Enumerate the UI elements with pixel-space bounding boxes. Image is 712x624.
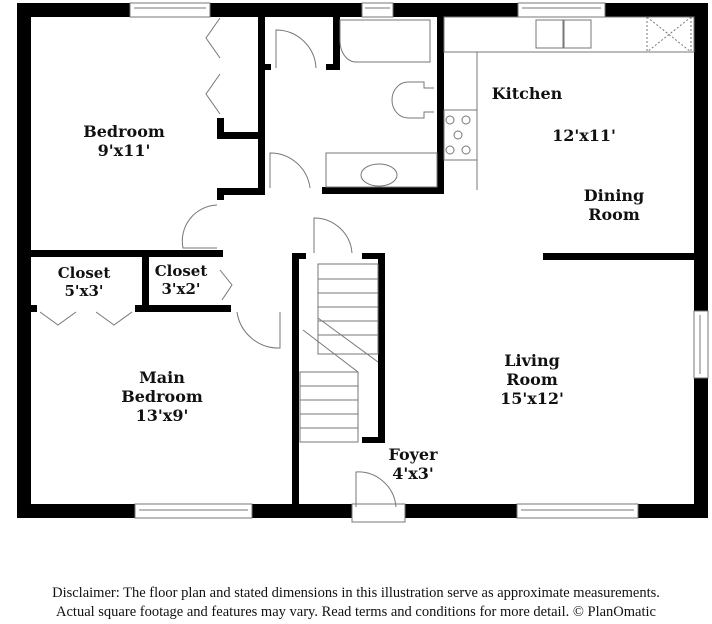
room-name: Closet	[154, 262, 208, 280]
room-label-kitchen-dimensions: 12'x11'	[552, 126, 616, 145]
room-name: Living	[504, 351, 560, 370]
room-name: Room	[588, 205, 640, 224]
room-dimensions: 12'x11'	[552, 126, 616, 145]
room-name: Dining	[583, 186, 645, 205]
doors	[39, 17, 406, 523]
room-label-bedroom: Bedroom 9'x11'	[83, 122, 165, 160]
disclaimer-line-2: Actual square footage and features may v…	[56, 604, 656, 620]
room-label-closet-a: Closet 5'x3'	[58, 264, 111, 300]
exterior-walls	[17, 3, 708, 518]
room-dimensions: 15'x12'	[500, 389, 564, 408]
stairs	[299, 263, 379, 443]
room-name: Room	[506, 370, 558, 389]
room-label-main-bedroom: Main Bedroom 13'x9'	[121, 368, 203, 425]
room-dimensions: 5'x3'	[64, 282, 104, 300]
room-label-living: Living Room 15'x12'	[500, 351, 564, 408]
room-label-kitchen: Kitchen	[492, 84, 563, 103]
room-label-dining: Dining Room	[584, 186, 644, 224]
interior-walls	[31, 15, 694, 508]
room-name: Closet	[57, 264, 111, 282]
room-name: Bedroom	[121, 387, 203, 406]
room-label-closet-b: Closet 3'x2'	[155, 262, 208, 298]
room-name: Main	[139, 368, 185, 387]
fixtures	[325, 16, 695, 190]
room-dimensions: 13'x9'	[135, 406, 189, 425]
disclaimer: Disclaimer: The floor plan and stated di…	[0, 584, 712, 622]
room-name: Bedroom	[83, 122, 165, 141]
disclaimer-line-1: Disclaimer: The floor plan and stated di…	[52, 585, 660, 601]
room-dimensions: 3'x2'	[161, 280, 201, 298]
floor-plan	[17, 2, 709, 523]
windows	[129, 2, 709, 519]
room-name: Kitchen	[491, 84, 563, 103]
room-label-foyer: Foyer 4'x3'	[388, 445, 437, 483]
room-dimensions: 9'x11'	[97, 141, 151, 160]
room-name: Foyer	[388, 445, 438, 464]
room-dimensions: 4'x3'	[392, 464, 434, 483]
